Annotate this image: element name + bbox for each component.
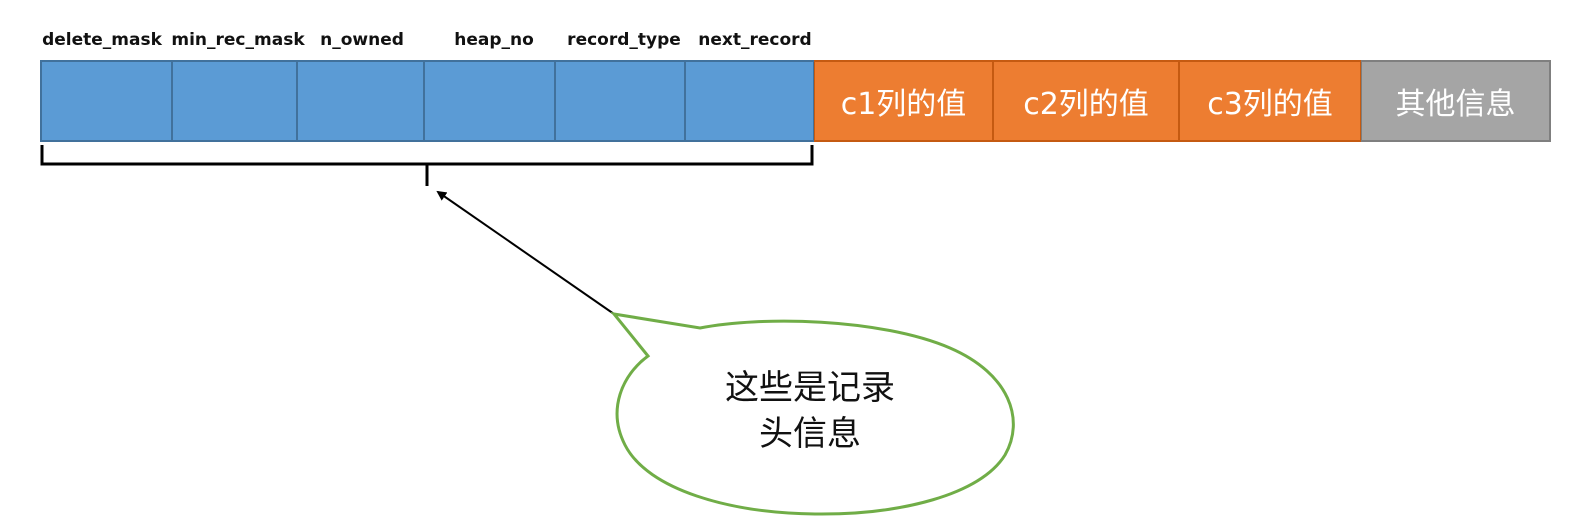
header-label-min-rec-mask: min_rec_mask: [171, 30, 305, 50]
column-cell-c1: c1列的值: [814, 60, 993, 142]
speech-bubble: [610, 311, 1015, 516]
callout-arrow: [436, 190, 615, 315]
column-cell-c3: c3列的值: [1179, 60, 1361, 142]
callout-text: 这些是记录 头信息: [690, 365, 930, 457]
header-label-heap-no: heap_no: [454, 30, 534, 50]
header-cell-next-record: [685, 60, 814, 142]
header-label-next-record: next_record: [698, 30, 812, 50]
header-cell-heap-no: [424, 60, 555, 142]
callout-line-2: 头信息: [759, 414, 861, 454]
header-label-n-owned: n_owned: [320, 30, 404, 50]
header-cell-delete-mask: [40, 60, 172, 142]
other-info-cell: 其他信息: [1361, 60, 1551, 142]
header-cell-min-rec-mask: [172, 60, 297, 142]
header-cell-n-owned: [297, 60, 424, 142]
record-row: c1列的值 c2列的值 c3列的值 其他信息: [40, 60, 1551, 142]
header-brace: [40, 145, 814, 186]
header-label-delete-mask: delete_mask: [42, 30, 162, 50]
header-cell-record-type: [555, 60, 685, 142]
header-label-record-type: record_type: [567, 30, 681, 50]
column-cell-c2: c2列的值: [993, 60, 1179, 142]
callout-line-1: 这些是记录: [725, 368, 895, 408]
